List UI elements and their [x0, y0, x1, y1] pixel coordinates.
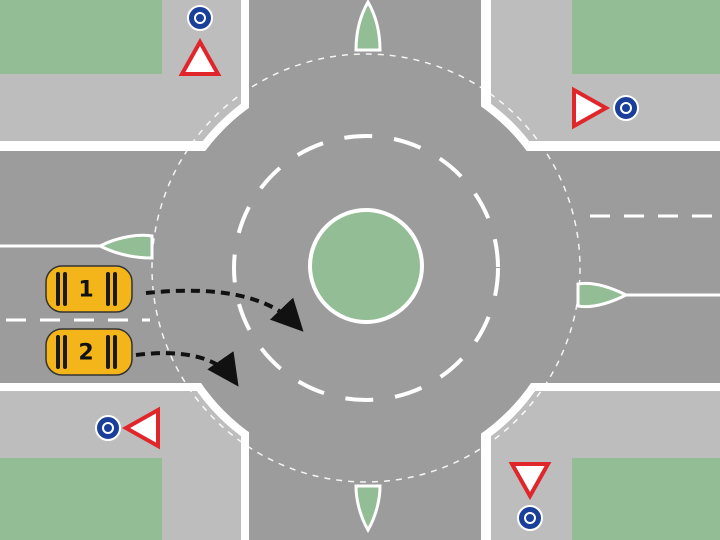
grass-top-right [572, 0, 720, 74]
give-way-sign-top-right [572, 86, 611, 130]
roundabout-sign-bottom-right [517, 505, 543, 531]
splitter-island-north [354, 0, 382, 52]
give-way-sign-bottom-right [508, 462, 552, 501]
grass-bottom-left [0, 458, 162, 540]
splitter-island-west [96, 233, 154, 260]
car-2: 2 [45, 328, 133, 376]
path-arrow-1 [145, 288, 304, 332]
roundabout-lane-divider [232, 134, 500, 402]
car-1: 1 [45, 265, 133, 313]
grass-top-left [0, 0, 162, 74]
car-1-label: 1 [78, 278, 93, 303]
roundabout-sign-top-right [613, 95, 639, 121]
splitter-island-east [576, 281, 630, 309]
roundabout-sign-top-left [187, 5, 213, 31]
give-way-sign-top-left [178, 37, 222, 76]
splitter-island-south [354, 484, 382, 534]
give-way-sign-bottom-left [121, 406, 160, 450]
roundabout-outer-boundary [151, 53, 581, 483]
roundabout-sign-bottom-left [95, 415, 121, 441]
central-island [308, 208, 424, 324]
grass-bottom-right [572, 458, 720, 540]
path-arrow-2 [135, 351, 239, 387]
car-2-label: 2 [78, 341, 93, 366]
